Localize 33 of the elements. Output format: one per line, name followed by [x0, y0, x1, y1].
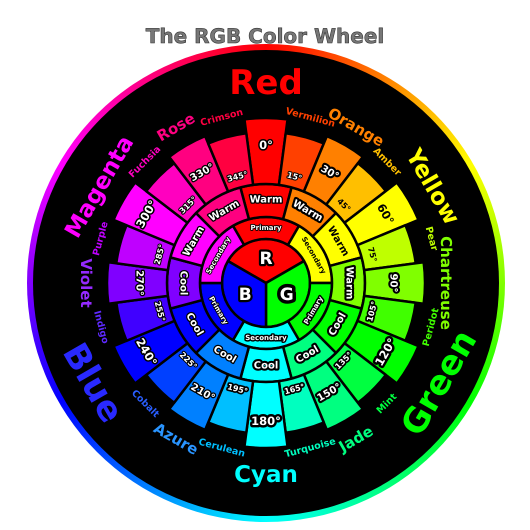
- degree-label: 180°: [251, 414, 281, 428]
- color-name: Rose: [154, 109, 198, 146]
- channel-letter: B: [238, 285, 252, 305]
- degree-label: 270°: [134, 270, 144, 296]
- color-name: Crimson: [199, 106, 244, 129]
- color-name: Pear: [422, 225, 440, 252]
- degree-label: 285°: [152, 243, 167, 266]
- color-name: Red: [229, 63, 303, 103]
- channel-letter: R: [259, 249, 273, 269]
- temperature-label: Cool: [211, 344, 238, 366]
- degree-label: 15°: [286, 170, 303, 184]
- color-name: Chartreuse: [437, 236, 455, 330]
- color-name: Indigo: [91, 310, 110, 345]
- degree-label: 165°: [283, 382, 306, 396]
- degree-label: 75°: [366, 246, 379, 263]
- title: The RGB Color Wheel: [144, 24, 386, 48]
- channel-letter: G: [280, 285, 294, 305]
- temperature-label: Warm: [344, 266, 354, 300]
- degree-label: 90°: [388, 274, 398, 292]
- temperature-label: Cool: [178, 270, 188, 296]
- degree-label: 195°: [226, 382, 249, 396]
- degree-label: 0°: [259, 138, 273, 152]
- degree-label: 60°: [374, 201, 398, 227]
- degree-label: 105°: [365, 300, 380, 323]
- degree-label: 345°: [226, 170, 249, 184]
- degree-label: 45°: [335, 196, 352, 214]
- temperature-label: Cool: [254, 360, 278, 372]
- temperature-label: Warm: [250, 194, 282, 206]
- degree-label: 210°: [188, 382, 216, 404]
- degree-label: 255°: [152, 300, 167, 323]
- color-name: Cyan: [234, 462, 298, 488]
- degree-label: 30°: [318, 164, 340, 182]
- color-name: Violet: [77, 258, 95, 308]
